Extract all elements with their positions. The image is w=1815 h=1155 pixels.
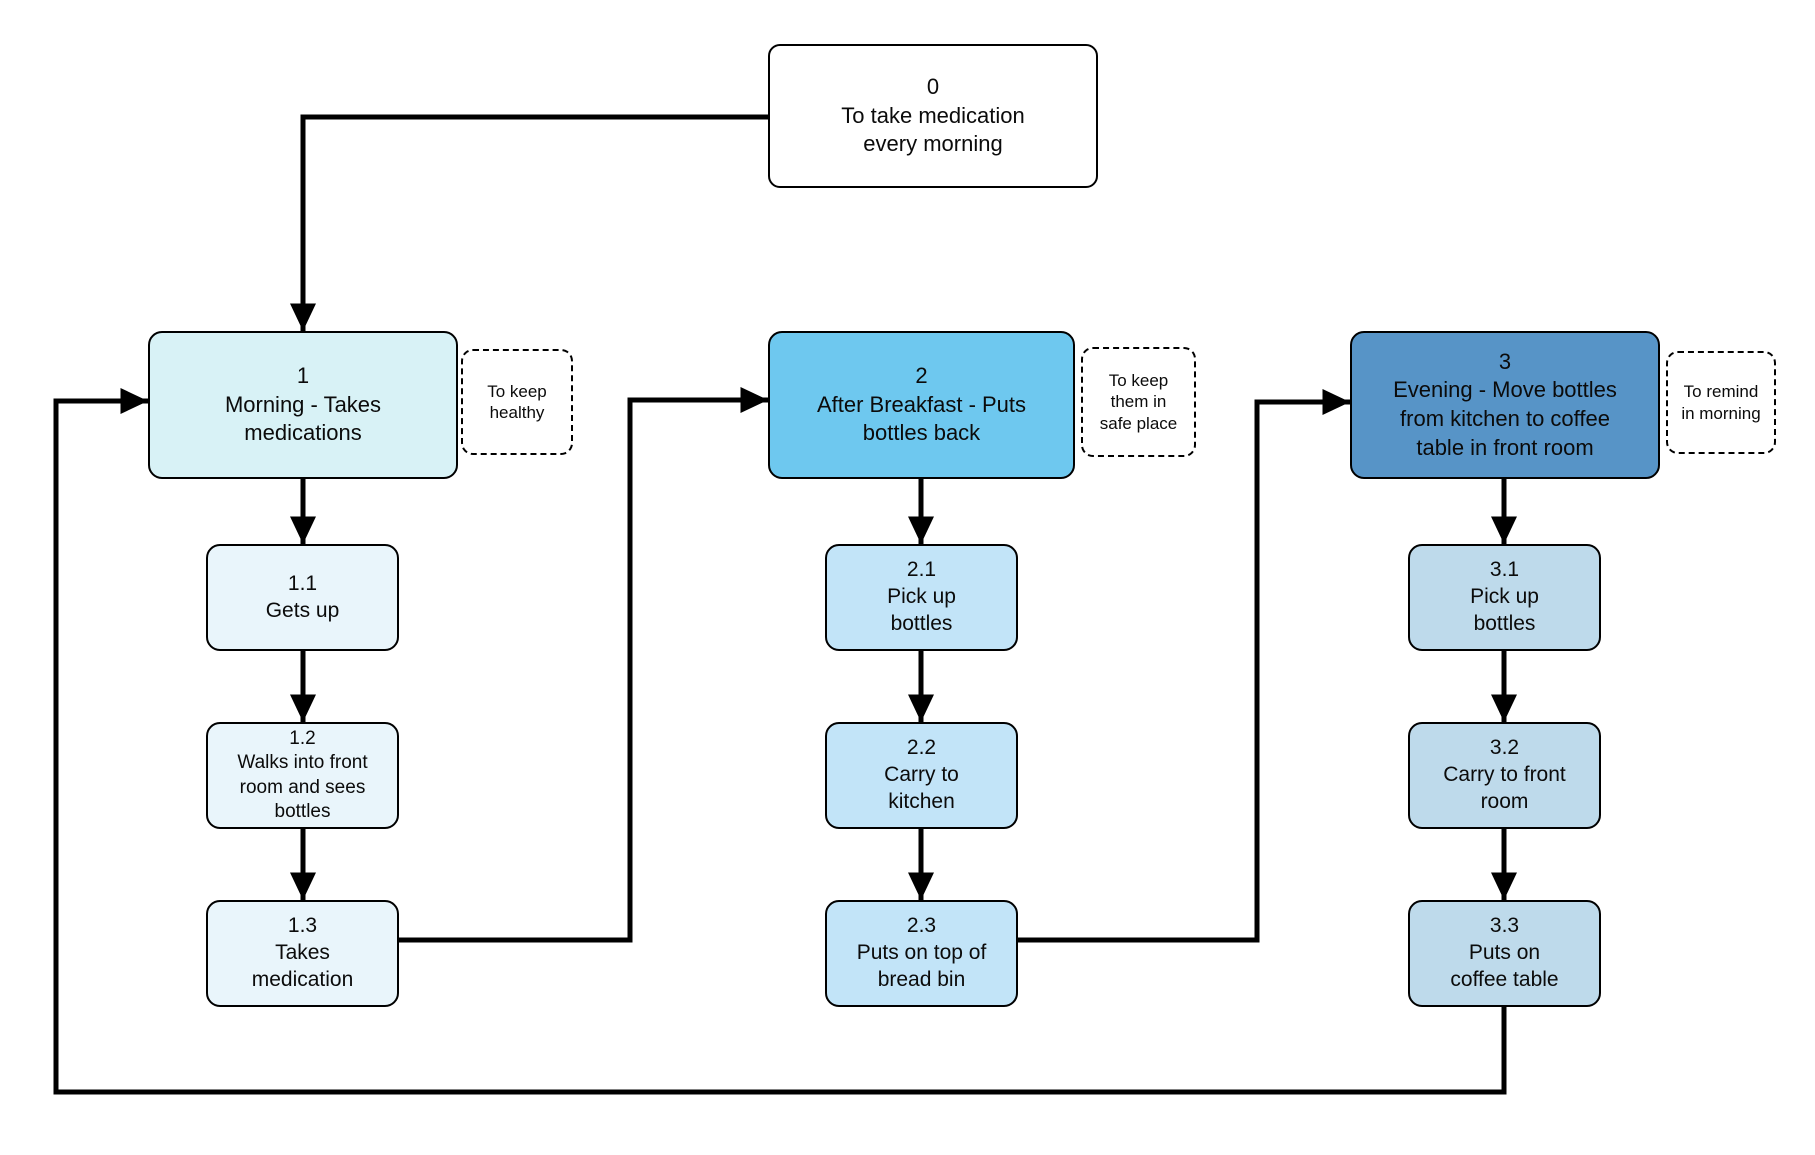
- task-label: After Breakfast - Puts bottles back: [816, 391, 1027, 446]
- task-label: Carry to front room: [1443, 763, 1566, 813]
- task-node-3: 3 Evening - Move bottles from kitchen to…: [1350, 331, 1660, 479]
- task-label: Puts on coffee table: [1450, 941, 1559, 991]
- plan-note-text: To keep them in safe place: [1099, 371, 1178, 433]
- task-id: 3.2: [1489, 736, 1520, 760]
- task-label: Evening - Move bottles from kitchen to c…: [1393, 377, 1617, 460]
- connector-3-3-return-to-1: [53, 388, 1507, 1095]
- task-node-2-1: 2.1 Pick up bottles: [825, 544, 1018, 651]
- task-label: Gets up: [265, 598, 340, 622]
- task-node-3-3: 3.3 Puts on coffee table: [1408, 900, 1601, 1007]
- task-id: 2.3: [906, 914, 937, 938]
- task-id: 2.2: [906, 736, 937, 760]
- task-node-2-2: 2.2 Carry to kitchen: [825, 722, 1018, 829]
- task-label: Morning - Takes medications: [224, 391, 382, 446]
- task-label: Takes medication: [251, 941, 354, 991]
- task-label: Carry to kitchen: [884, 763, 959, 813]
- task-id: 2: [915, 363, 928, 389]
- task-label: Pick up bottles: [887, 585, 956, 635]
- task-id: 1.2: [289, 727, 316, 749]
- task-id: 1.3: [287, 914, 318, 938]
- task-id: 3.1: [1489, 558, 1520, 582]
- task-node-0: 0 To take medication every morning: [768, 44, 1098, 188]
- connector-1-3-to-2: [399, 387, 768, 943]
- task-id: 3: [1498, 348, 1512, 374]
- plan-note-text: To keep healthy: [487, 381, 547, 422]
- task-node-3-2: 3.2 Carry to front room: [1408, 722, 1601, 829]
- task-label: Puts on top of bread bin: [856, 941, 987, 991]
- task-id: 3.3: [1489, 914, 1520, 938]
- task-node-1-2: 1.2 Walks into front room and sees bottl…: [206, 722, 399, 829]
- plan-note-text: To remind in morning: [1681, 382, 1761, 423]
- task-id: 2.1: [906, 558, 937, 582]
- task-node-2: 2 After Breakfast - Puts bottles back: [768, 331, 1075, 479]
- task-label: Pick up bottles: [1470, 585, 1539, 635]
- task-node-1: 1 Morning - Takes medications: [148, 331, 458, 479]
- task-id: 1.1: [287, 571, 318, 595]
- connector-0-to-1: [289, 114, 768, 331]
- plan-note-2: To keep them in safe place: [1081, 347, 1196, 457]
- task-node-1-1: 1.1 Gets up: [206, 544, 399, 651]
- connector-2-3-to-3: [1018, 389, 1350, 943]
- task-node-2-3: 2.3 Puts on top of bread bin: [825, 900, 1018, 1007]
- task-label: Walks into front room and sees bottles: [237, 752, 368, 822]
- task-label: To take medication every morning: [841, 102, 1025, 157]
- task-node-1-3: 1.3 Takes medication: [206, 900, 399, 1007]
- plan-note-1: To keep healthy: [461, 349, 573, 455]
- task-id: 0: [926, 74, 940, 100]
- task-node-3-1: 3.1 Pick up bottles: [1408, 544, 1601, 651]
- plan-note-3: To remind in morning: [1666, 351, 1776, 454]
- task-id: 1: [296, 363, 310, 389]
